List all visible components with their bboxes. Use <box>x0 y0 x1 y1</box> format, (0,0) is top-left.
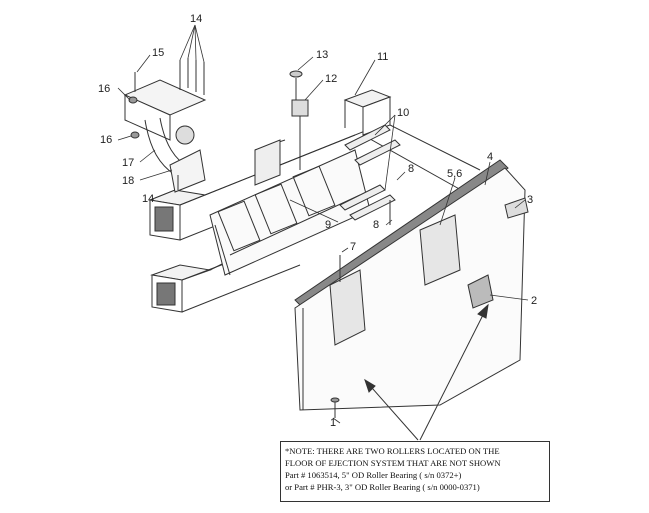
carriage-assembly <box>209 70 371 276</box>
leader-lines <box>117 24 529 424</box>
hitch-brackets <box>123 58 207 193</box>
callout-15: 15 <box>152 47 164 59</box>
callout-18: 18 <box>122 175 134 187</box>
callout-2: 2 <box>531 295 537 307</box>
callout-7: 7 <box>350 241 356 253</box>
callout-17: 17 <box>122 157 134 169</box>
callout-1: 1 <box>330 417 336 429</box>
note-line-4: or Part # PHR-3, 3" OD Roller Bearing ( … <box>285 482 480 492</box>
note-line-2: FLOOR OF EJECTION SYSTEM THAT ARE NOT SH… <box>285 458 501 468</box>
callout-labels: 14 15 16 16 17 18 14 13 12 11 10 8 8 9 7… <box>98 13 537 429</box>
note-line-3: Part # 1063514, 5" OD Roller Bearing ( s… <box>285 470 462 480</box>
callout-10: 10 <box>397 107 409 119</box>
callout-5-6: 5,6 <box>447 168 462 180</box>
note-line-1: *NOTE: THERE ARE TWO ROLLERS LOCATED ON … <box>285 446 500 456</box>
callout-14-top: 14 <box>190 13 202 25</box>
note-arrows <box>364 303 489 441</box>
callout-14-bottom: 14 <box>142 193 154 205</box>
callout-16-lower: 16 <box>100 134 112 146</box>
callout-8-lower: 8 <box>373 219 379 231</box>
callout-9: 9 <box>325 219 331 231</box>
callout-3: 3 <box>527 194 533 206</box>
callout-8-upper: 8 <box>408 163 414 175</box>
callout-16-upper: 16 <box>98 83 110 95</box>
callout-4: 4 <box>487 151 493 163</box>
roller-note-box: *NOTE: THERE ARE TWO ROLLERS LOCATED ON … <box>280 441 550 502</box>
callout-13: 13 <box>316 49 328 61</box>
callout-12: 12 <box>325 73 337 85</box>
push-plate <box>294 159 529 418</box>
callout-11: 11 <box>377 51 388 63</box>
frame-rails <box>148 124 381 313</box>
